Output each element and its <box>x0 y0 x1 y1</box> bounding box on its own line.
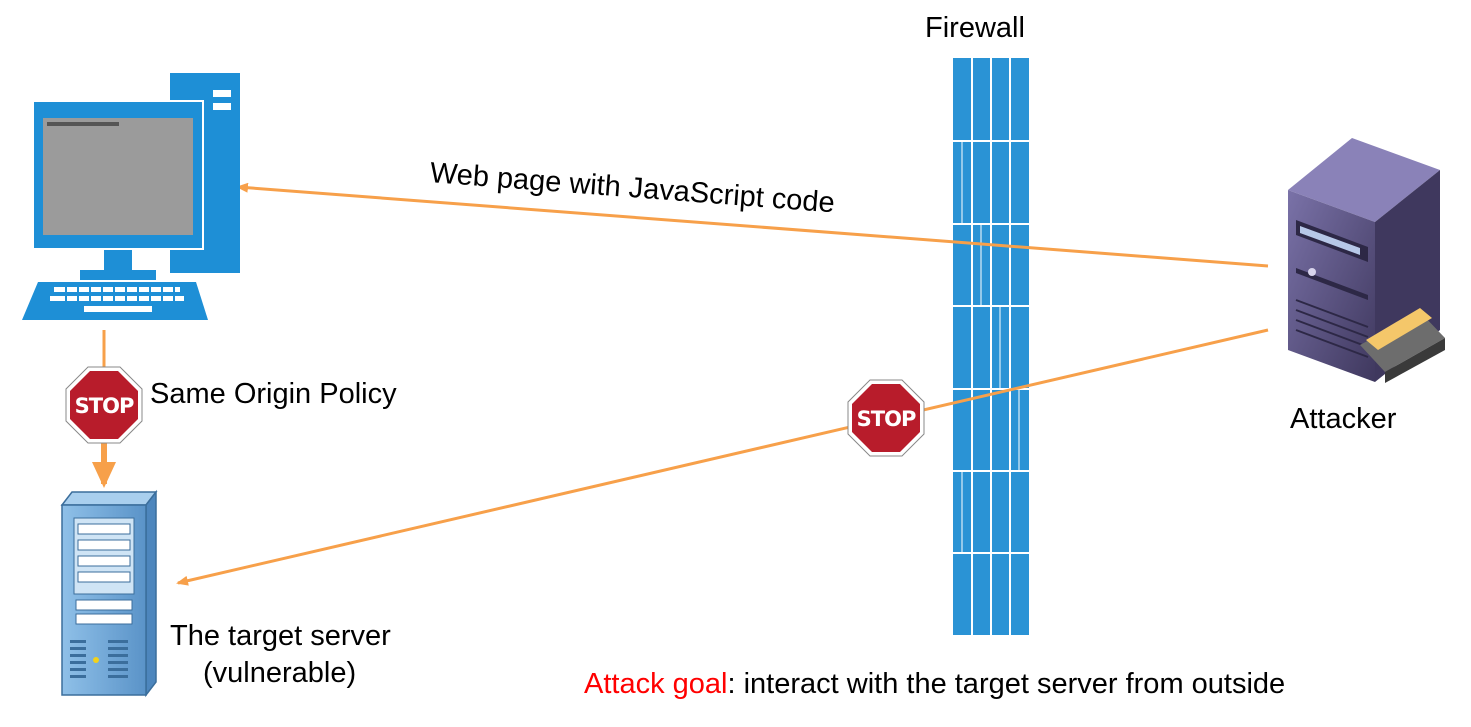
stop-sign-icon: STOP <box>65 366 143 444</box>
attack-goal-text: : interact with the target server from o… <box>727 668 1286 700</box>
firewall-icon <box>953 58 1029 635</box>
arrows <box>92 182 1269 586</box>
stop-sign-label: STOP <box>857 407 916 431</box>
arrow-same-origin-head <box>92 462 116 488</box>
arrow-webpage <box>236 182 1269 268</box>
target-label-line1: The target server <box>170 620 391 652</box>
stop-sign-label: STOP <box>75 394 134 418</box>
desktop-computer-icon <box>22 73 240 320</box>
arrow-attack <box>176 328 1269 586</box>
stop-sign-icon: STOP <box>847 379 925 457</box>
attack-goal-caption: Attack goal: interact with the target se… <box>584 668 1285 701</box>
server-tower-icon <box>60 489 158 698</box>
attack-goal-highlight: Attack goal <box>584 668 728 700</box>
server-tower-icon <box>1288 138 1445 383</box>
attacker-label: Attacker <box>1290 403 1397 435</box>
firewall-label: Firewall <box>925 12 1025 44</box>
same-origin-label: Same Origin Policy <box>150 378 397 410</box>
target-label-line2: (vulnerable) <box>203 657 357 689</box>
